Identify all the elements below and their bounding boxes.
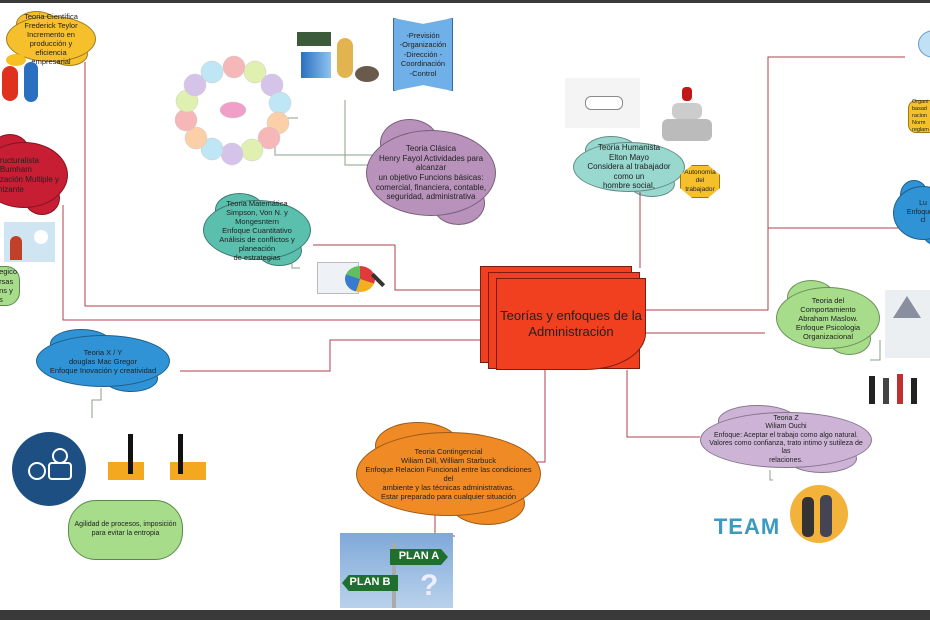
- connector-z: [626, 370, 700, 438]
- top-border: [0, 0, 930, 3]
- analytics-chart-image: [315, 258, 390, 300]
- plan-b-sign: PLAN B: [342, 575, 398, 591]
- human-pyramid-image: [660, 85, 715, 145]
- note-burocratica: Organi basad racion Norm reglam: [908, 99, 930, 133]
- node-teoria-matematica[interactable]: Teoria Matemática Simpson, Von N. y Mong…: [203, 192, 311, 266]
- node-teoria-contingencial[interactable]: Teoria Contingencial Wiliam Dill, Willia…: [356, 421, 541, 525]
- connector-contingencial: [535, 370, 546, 463]
- connector-matematica: [313, 244, 480, 291]
- fayol-principles-diagram: [172, 55, 297, 170]
- note-estructuralista: egico rsas ns y s: [0, 266, 20, 306]
- node-teoria-humanista[interactable]: Teoria Humanista Elton Mayo Considera al…: [573, 136, 685, 197]
- celebrating-people-image: [865, 370, 930, 408]
- money-finance-image: [297, 30, 380, 85]
- node-teoria-z[interactable]: Teoria Z Wiliam Ouchi Enfoque: Aceptar e…: [700, 405, 872, 474]
- note-autonomia: Autonomía del trabajador: [680, 165, 720, 198]
- human-relations-image: [565, 78, 640, 128]
- maslow-pyramid-image: [885, 290, 930, 358]
- node-teoria-xy[interactable]: Teoria X / Y douglas Mac Gregor Enfoque …: [36, 329, 170, 392]
- connector-xy: [180, 339, 530, 372]
- handshake-image: [790, 485, 848, 543]
- node-teoria-clasica[interactable]: Teoria Clásica Henry Fayol Actividades p…: [366, 119, 496, 226]
- connector-estructuralista: [62, 205, 480, 321]
- plan-signs-image: PLAN A PLAN B ?: [340, 533, 453, 608]
- team-image: TEAM: [708, 485, 786, 540]
- central-node[interactable]: Teorías y enfoques de la Administración: [496, 278, 646, 370]
- node-teoria-comportamiento[interactable]: Teoria del Comportamiento Abraham Maslow…: [776, 279, 880, 356]
- node-teoria-estructuralista[interactable]: structuralista s Bumham nización Multipl…: [0, 134, 68, 215]
- bottom-border: [0, 610, 930, 620]
- process-agility-icon: [12, 432, 86, 506]
- leaders-pointing-image: [88, 432, 210, 497]
- note-xy: Agilidad de procesos, imposición para ev…: [68, 500, 183, 560]
- connector-burocratica: [645, 56, 905, 311]
- team-image-text: TEAM: [713, 514, 781, 539]
- question-mark-icon: ?: [420, 569, 439, 602]
- fayol-functions-note: -Previsión -Organización -Dirección - Co…: [393, 18, 453, 91]
- plan-a-sign: PLAN A: [390, 549, 448, 565]
- organization-image: [4, 222, 55, 262]
- connector-cientifica: [84, 62, 480, 307]
- teamwork-figures-image: [0, 48, 45, 110]
